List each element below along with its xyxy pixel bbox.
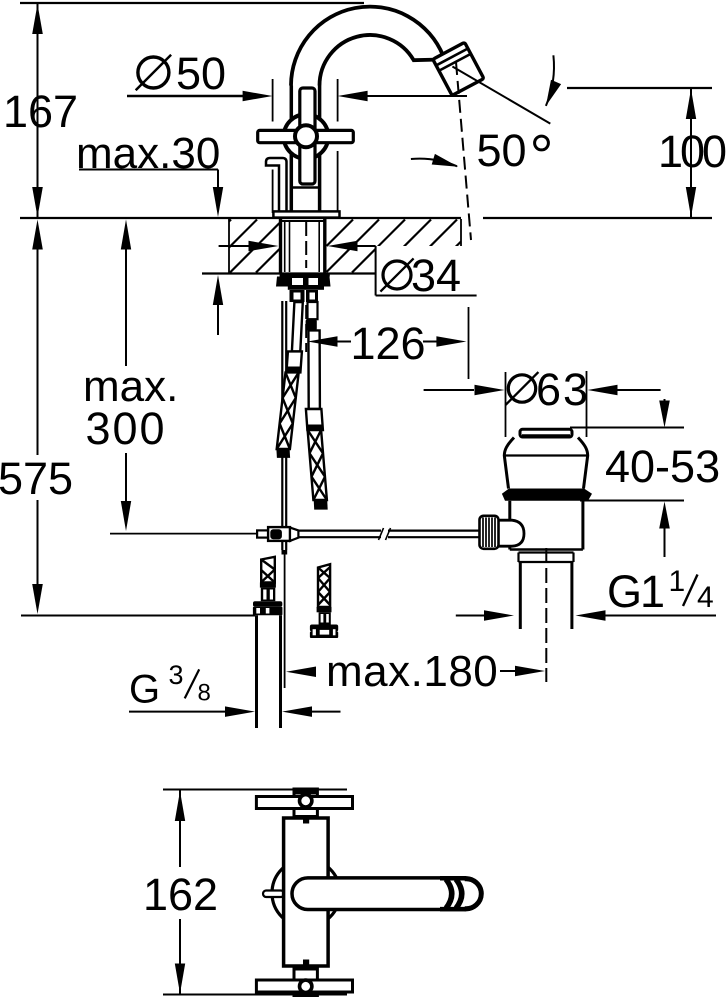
- svg-text:max.: max.: [83, 362, 178, 411]
- svg-text:50: 50: [477, 125, 527, 176]
- svg-text:162: 162: [143, 869, 218, 920]
- svg-text:300: 300: [86, 403, 167, 454]
- svg-text:max.30: max.30: [76, 129, 220, 178]
- svg-text:max.180: max.180: [326, 647, 498, 696]
- svg-text:167: 167: [3, 86, 78, 137]
- svg-text:40-53: 40-53: [605, 441, 720, 492]
- svg-text:G: G: [129, 668, 160, 712]
- svg-text:100: 100: [658, 126, 726, 177]
- svg-text:126: 126: [351, 318, 426, 369]
- svg-text:8: 8: [198, 680, 211, 707]
- svg-text:63: 63: [536, 364, 590, 415]
- svg-text:1: 1: [669, 565, 686, 598]
- svg-text:34: 34: [411, 250, 461, 301]
- svg-text:50: 50: [176, 48, 226, 99]
- svg-text:3: 3: [169, 660, 184, 690]
- svg-text:G1: G1: [607, 566, 663, 617]
- svg-text:4: 4: [697, 581, 714, 614]
- svg-text:575: 575: [0, 453, 73, 504]
